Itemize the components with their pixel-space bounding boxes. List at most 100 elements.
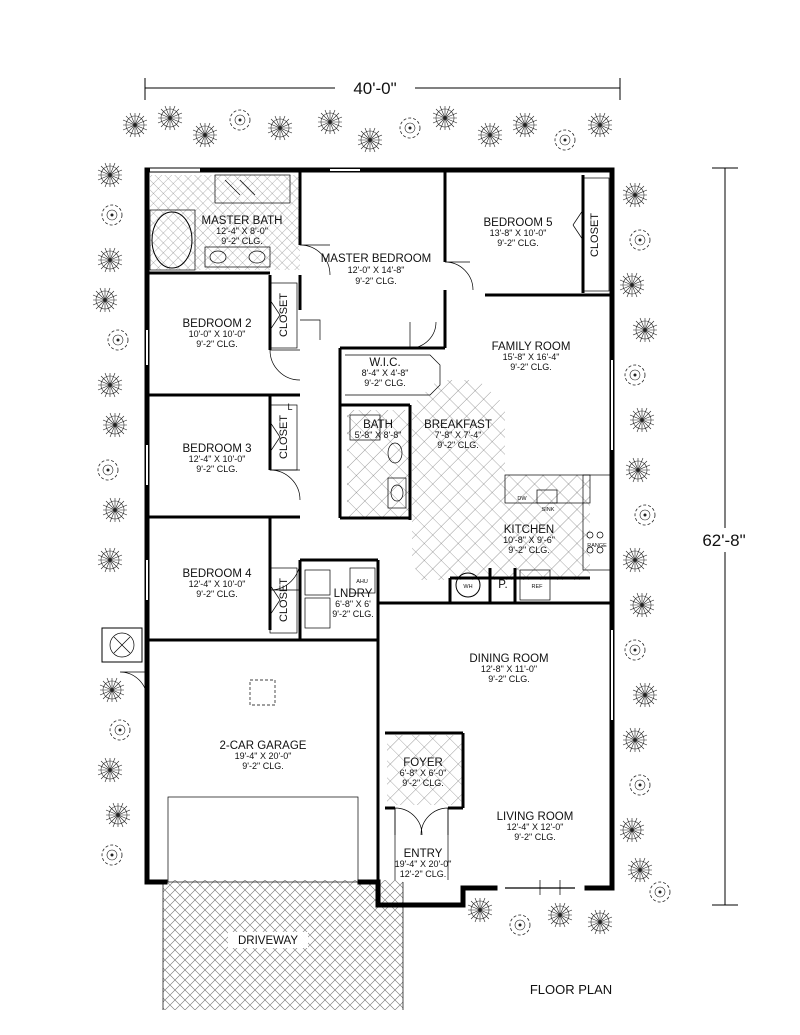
fixture-labels: DW SINK RANGE WH P. REF AHU L [287,402,607,591]
room-name: ENTRY [404,848,443,860]
sink-icon [536,489,558,504]
room-name: DINING ROOM [469,653,548,665]
fixtures [101,174,611,1010]
room-name: BATH [363,419,393,431]
room-name: LNDRY [334,588,373,600]
room-size: 12'-8" X 11'-0" [481,664,537,674]
room-bedroom-2: BEDROOM 2 10'-0" X 10'-0" 9'-2" CLG. [182,318,251,349]
sink-label: SINK [542,507,555,513]
room-ceiling: 9'-2" CLG. [497,238,538,248]
room-ceiling: 12'-2" CLG. [400,869,446,879]
room-size: 6'-8" X 6' [335,599,371,609]
room-name: 2-CAR GARAGE [220,740,307,752]
driveway-label: DRIVEWAY [238,935,298,947]
room-name: BEDROOM 5 [483,217,552,229]
driveway: DRIVEWAY [228,932,308,948]
room-size: 6'-8" X 6'-0" [400,768,447,778]
plan-caption: FLOOR PLAN [530,982,612,997]
range-icon [586,531,594,539]
room-kitchen: KITCHEN 10'-8" X 9'-6" 9'-2" CLG. [503,524,555,555]
room-name: BEDROOM 3 [182,443,251,455]
room-name: MASTER BEDROOM [321,253,432,265]
room-name: BEDROOM 4 [182,568,252,580]
room-ceiling: 9'-2" CLG. [196,589,237,599]
room-ceiling: 9'-2" CLG. [196,339,237,349]
room-size: 10'-8" X 9'-6" [503,535,555,545]
room-garage: 2-CAR GARAGE 19'-4" X 20'-0" 9'-2" CLG. [220,740,307,771]
bathtub-icon [349,414,381,441]
depth-label: 62'-8" [702,531,745,550]
room-size: 12'-4" X 10'-0" [189,579,246,589]
room-bedroom-3: BEDROOM 3 12'-4" X 10'-0" 9'-2" CLG. [182,443,251,474]
room-breakfast: BREAKFAST 7'-8" X 7'-4" 9'-2" CLG. [424,419,492,450]
ahu-icon [349,567,376,594]
room-size: 12'-4" X 8'-0" [216,226,268,236]
room-ceiling: 9'-2" CLG. [364,378,405,388]
room-size: 15'-8" X 16'-4" [503,352,560,362]
room-bath: BATH 5'-8" X 8'-8" [355,419,402,440]
water-heater-icon [455,572,481,598]
room-size: 12'-4" X 10'-0" [189,454,246,464]
dryer-icon [304,597,331,629]
doors [119,244,474,836]
room-master-bedroom: MASTER BEDROOM 12'-0" X 14'-8" 9'-2" CLG… [321,253,432,286]
room-foyer: FOYER 6'-8" X 6'-0" 9'-2" CLG. [400,757,447,788]
room-bedroom-5: BEDROOM 5 13'-8" X 10'-0" 9'-2" CLG. [483,217,552,248]
closets [269,177,610,634]
room-ceiling: 9'-2" CLG. [332,609,373,619]
room-ceiling: 9'-2" CLG. [221,236,262,246]
room-size: 19'-4" X 20'-0" [395,859,452,869]
room-living-room: LIVING ROOM 12'-4" X 12'-0" 9'-2" CLG. [497,811,574,842]
room-size: 13'-8" X 10'-0" [490,228,547,238]
room-size: 12'-4" X 12'-0" [507,822,564,832]
ac-unit-icon [101,627,143,663]
room-wic: W.I.C. 8'-4" X 4'-8" 9'-2" CLG. [362,357,409,388]
room-size: 19'-4" X 20'-0" [235,751,292,761]
range-label: RANGE [587,543,607,549]
room-name: BREAKFAST [424,419,492,431]
sink-icon [248,250,266,264]
room-ceiling: 9'-2" CLG. [510,362,551,372]
width-label: 40'-0" [353,79,396,98]
room-name: BEDROOM 2 [182,318,251,330]
room-ceiling: 9'-2" CLG. [508,545,549,555]
shower-icon [214,174,291,204]
water-heater-label: WH [463,584,472,590]
room-ceiling: 9'-2" CLG. [242,761,283,771]
room-ceiling: 9'-2" CLG. [402,778,443,788]
room-dining-room: DINING ROOM 12'-8" X 11'-0" 9'-2" CLG. [469,653,548,684]
room-laundry: LNDRY 6'-8" X 6' 9'-2" CLG. [332,588,373,619]
room-size: 12'-0" X 14'-8" [348,265,405,275]
room-entry: ENTRY 19'-4" X 20'-0" 12'-2" CLG. [395,848,452,879]
closet-label: CLOSET [589,213,601,257]
room-bedroom-4: BEDROOM 4 12'-4" X 10'-0" 9'-2" CLG. [182,568,252,599]
ahu-label: AHU [356,579,368,585]
room-ceiling: 9'-2" CLG. [437,440,478,450]
room-size: 10'-0" X 10'-0" [189,329,246,339]
sink-icon [209,250,227,264]
room-size: 7'-8" X 7'-4" [435,430,482,440]
room-name: LIVING ROOM [497,811,574,823]
refrigerator-label: REF [532,584,544,590]
room-size: 8'-4" X 4'-8" [362,368,409,378]
room-size: 5'-8" X 8'-8" [355,430,402,440]
depth-dimension: 62'-8" [690,167,760,906]
refrigerator-icon [519,569,551,601]
bathtub-icon [151,211,193,269]
closet-label: CLOSET [278,415,290,459]
room-name: FOYER [403,757,443,769]
room-family-room: FAMILY ROOM 15'-8" X 16'-4" 9'-2" CLG. [492,341,571,372]
room-ceiling: 9'-2" CLG. [355,276,396,286]
sink-icon [387,477,407,509]
closet-label: CLOSET [278,578,290,622]
closet-label: CLOSET [278,293,290,337]
dishwasher-label: DW [517,496,527,502]
room-ceiling: 9'-2" CLG. [196,464,237,474]
width-dimension: 40'-0" [144,78,621,100]
washer-icon [304,569,331,596]
room-ceiling: 9'-2" CLG. [488,674,529,684]
toilet-icon [387,442,403,464]
room-name: W.I.C. [369,357,400,369]
room-name: KITCHEN [504,524,554,536]
